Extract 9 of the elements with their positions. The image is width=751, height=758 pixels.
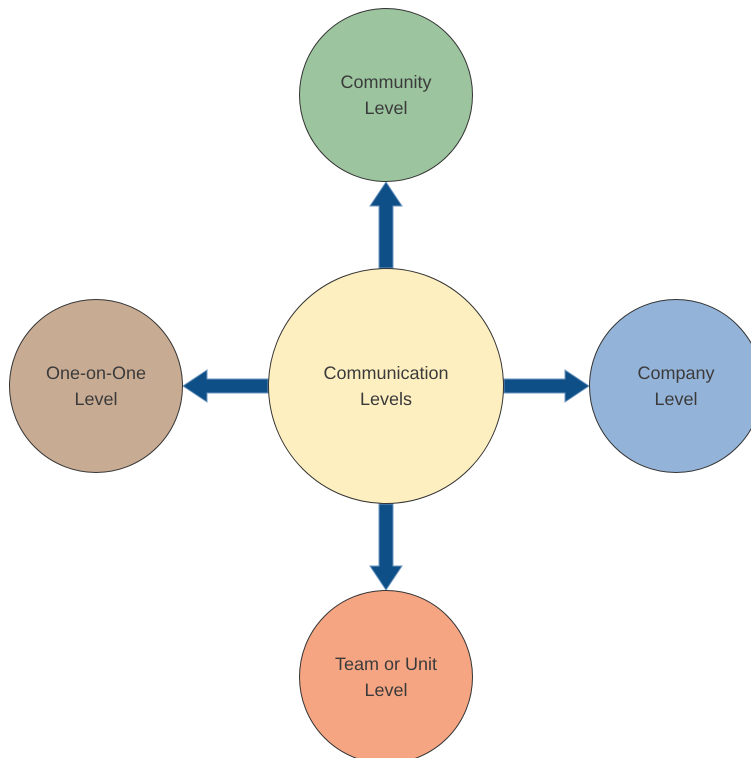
arrow: [182, 369, 268, 403]
node-label: Communication Levels: [322, 362, 450, 411]
arrow: [369, 504, 403, 591]
node-label: Community Level: [339, 71, 432, 120]
arrow: [504, 369, 590, 403]
node-label: One-on-One Level: [44, 362, 148, 411]
arrow: [369, 181, 403, 268]
node-label: Company Level: [636, 362, 716, 411]
node-label: Team or Unit Level: [334, 653, 438, 702]
